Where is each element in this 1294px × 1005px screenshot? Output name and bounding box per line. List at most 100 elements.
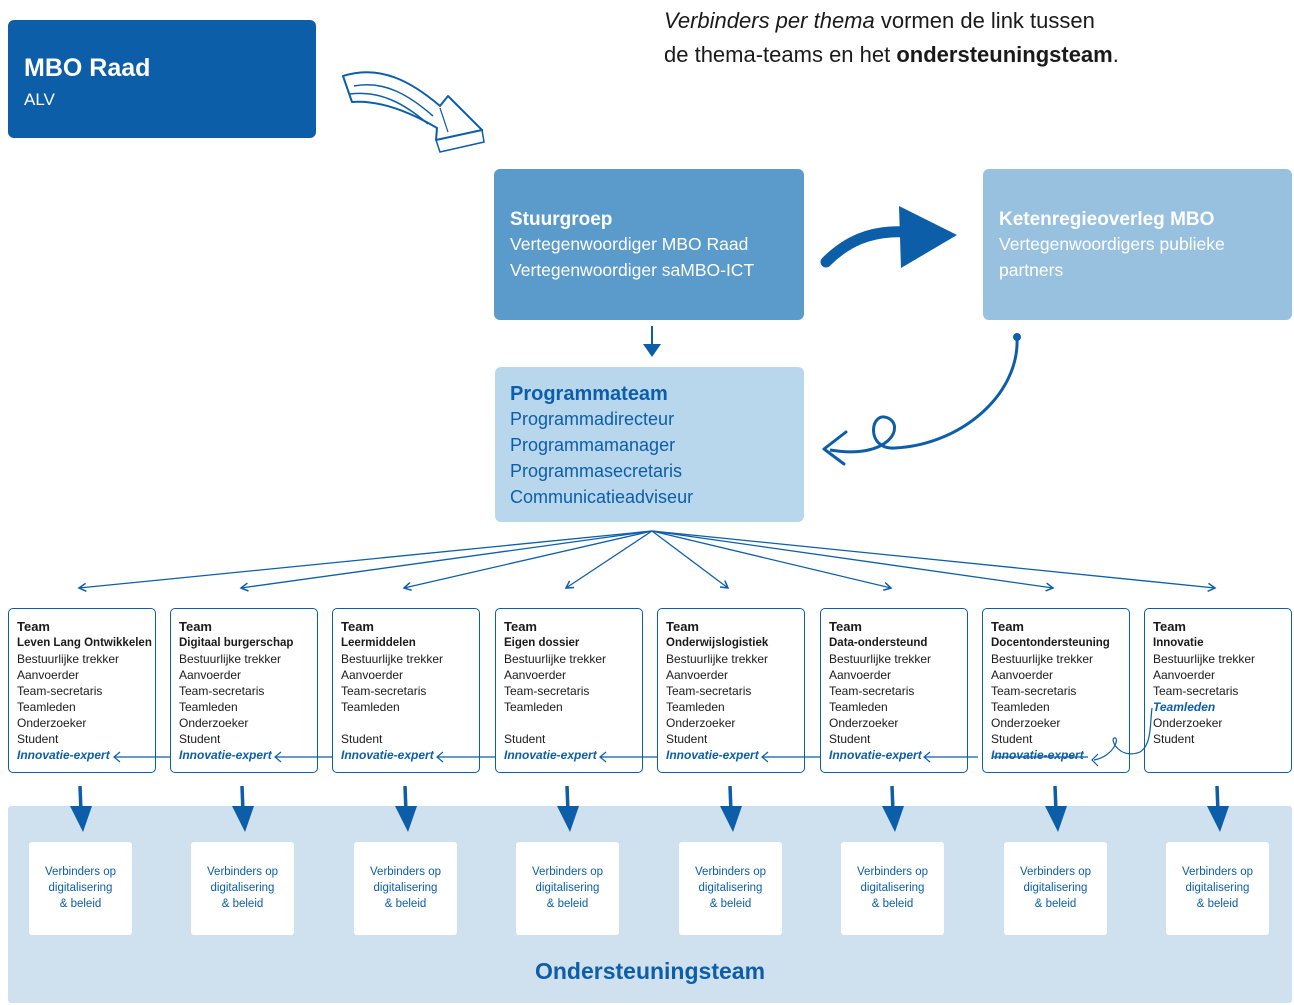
team-role: Teamleden: [991, 700, 1050, 714]
fan-connectors: [77, 530, 1217, 592]
ketenregie-line: Vertegenwoordigers publieke: [999, 234, 1225, 254]
ketenregie-title: Ketenregieoverleg MBO: [999, 209, 1215, 230]
team-role: Bestuurlijke trekker: [991, 652, 1094, 666]
team-label: Team: [504, 619, 537, 634]
team-label: Team: [829, 619, 862, 634]
intro-end: .: [1112, 42, 1119, 67]
team-role: Aanvoerder: [179, 668, 242, 682]
team-role: Onderzoeker: [991, 716, 1061, 730]
team-innovatie-expert: Innovatie-expert: [666, 748, 759, 762]
team-role: Student: [666, 732, 708, 746]
team-innovatie-expert: Innovatie-expert: [17, 748, 110, 762]
team-label: Team: [666, 619, 699, 634]
team-role: Bestuurlijke trekker: [179, 652, 282, 666]
team-innovatie-expert: Innovatie-expert: [179, 748, 272, 762]
team-box: Team Leven Lang Ontwikkelen Bestuurlijke…: [8, 608, 156, 773]
team-role: Aanvoerder: [504, 668, 567, 682]
team-innovatie-expert: Innovatie-expert: [504, 748, 597, 762]
sketch-arrow-icon: [342, 71, 485, 153]
team-role: Onderzoeker: [17, 716, 87, 730]
loop-arrow-icon: [822, 333, 1021, 466]
team-role: Student: [1153, 732, 1195, 746]
team-role: Onderzoeker: [1153, 716, 1223, 730]
team-role: Team-secretaris: [341, 684, 427, 698]
team-label: Team: [179, 619, 212, 634]
verbinder-label: Verbinders op digitalisering & beleid: [1020, 866, 1091, 910]
team-label: Team: [341, 619, 374, 634]
team-role: Student: [829, 732, 871, 746]
mbo-raad-subtitle: ALV: [24, 90, 55, 109]
team-role: Student: [504, 732, 546, 746]
team-box: Team Eigen dossier Bestuurlijke trekker …: [495, 608, 643, 773]
verbinder-box: Verbinders op digitalisering & beleid: [354, 842, 457, 935]
team-name: Leven Lang Ontwikkelen: [17, 637, 152, 649]
intro-text-2: de thema-teams en het: [664, 42, 897, 67]
team-role: Bestuurlijke trekker: [341, 652, 444, 666]
team-role: Team-secretaris: [666, 684, 752, 698]
down-arrows: [70, 785, 1229, 832]
ketenregie-line: partners: [999, 260, 1064, 280]
team-role: Onderzoeker: [666, 716, 736, 730]
team-innovatie-expert: Innovatie-expert: [991, 748, 1084, 762]
stuurgroep-box: Stuurgroep Vertegenwoordiger MBO Raad Ve…: [494, 169, 804, 320]
team-name: Onderwijslogistiek: [666, 637, 769, 649]
team-teamleden-highlight: Teamleden: [1153, 700, 1216, 714]
down-arrow-icon: [643, 326, 661, 357]
team-role: Teamleden: [179, 700, 238, 714]
team-name: Docentondersteuning: [991, 637, 1110, 649]
team-role: Team-secretaris: [17, 684, 103, 698]
team-name: Data-ondersteund: [829, 637, 928, 649]
team-role: Aanvoerder: [17, 668, 80, 682]
verbinder-label: Verbinders op digitalisering & beleid: [45, 866, 116, 910]
verbinder-label: Verbinders op digitalisering & beleid: [370, 866, 441, 910]
team-role: Team-secretaris: [829, 684, 915, 698]
verbinder-box: Verbinders op digitalisering & beleid: [841, 842, 944, 935]
programmateam-line: Communicatieadviseur: [510, 487, 694, 507]
team-innovatie-expert: Innovatie-expert: [341, 748, 434, 762]
team-role: Teamleden: [666, 700, 725, 714]
verbinder-box: Verbinders op digitalisering & beleid: [1004, 842, 1107, 935]
programmateam-line: Programmamanager: [510, 435, 676, 455]
verbinder-label: Verbinders op digitalisering & beleid: [532, 866, 603, 910]
team-name: Digitaal burgerschap: [179, 637, 294, 649]
intro-italic: Verbinders per thema: [664, 8, 875, 33]
team-role: Bestuurlijke trekker: [504, 652, 607, 666]
verbinder-box: Verbinders op digitalisering & beleid: [516, 842, 619, 935]
team-role: Bestuurlijke trekker: [17, 652, 120, 666]
team-role: Team-secretaris: [1153, 684, 1239, 698]
verbinder-box: Verbinders op digitalisering & beleid: [191, 842, 294, 935]
programmateam-title: Programmateam: [510, 383, 668, 405]
team-role: Onderzoeker: [829, 716, 899, 730]
verbinder-label: Verbinders op digitalisering & beleid: [207, 866, 278, 910]
verbinder-label: Verbinders op digitalisering & beleid: [857, 866, 928, 910]
team-role: Bestuurlijke trekker: [1153, 652, 1256, 666]
team-role: Onderzoeker: [179, 716, 249, 730]
team-role: Bestuurlijke trekker: [829, 652, 932, 666]
verbinder-box: Verbinders op digitalisering & beleid: [1166, 842, 1269, 935]
stuurgroep-line: Vertegenwoordiger MBO Raad: [510, 234, 749, 254]
team-role: Teamleden: [829, 700, 888, 714]
team-label: Team: [1153, 619, 1186, 634]
team-name: Leermiddelen: [341, 637, 416, 649]
ketenregie-box: Ketenregieoverleg MBO Vertegenwoordigers…: [983, 169, 1292, 320]
team-role: Team-secretaris: [504, 684, 590, 698]
team-box: Team Onderwijslogistiek Bestuurlijke tre…: [657, 608, 805, 773]
team-label: Team: [991, 619, 1024, 634]
team-role: Aanvoerder: [829, 668, 892, 682]
team-box: Team Leermiddelen Bestuurlijke trekker A…: [332, 608, 480, 773]
verbinder-label: Verbinders op digitalisering & beleid: [1182, 866, 1253, 910]
curved-arrow-icon: [820, 206, 957, 268]
team-role: Bestuurlijke trekker: [666, 652, 769, 666]
team-role: Teamleden: [17, 700, 76, 714]
team-box: Team Innovatie Bestuurlijke trekker Aanv…: [1144, 608, 1292, 773]
team-role: Student: [179, 732, 221, 746]
team-role: Teamleden: [341, 700, 400, 714]
team-role: Aanvoerder: [991, 668, 1054, 682]
intro-text-1: vormen de link tussen: [874, 8, 1095, 33]
team-role: Aanvoerder: [341, 668, 404, 682]
stuurgroep-title: Stuurgroep: [510, 209, 613, 230]
programmateam-line: Programmadirecteur: [510, 409, 675, 429]
team-role: Student: [341, 732, 383, 746]
team-name: Eigen dossier: [504, 637, 580, 649]
